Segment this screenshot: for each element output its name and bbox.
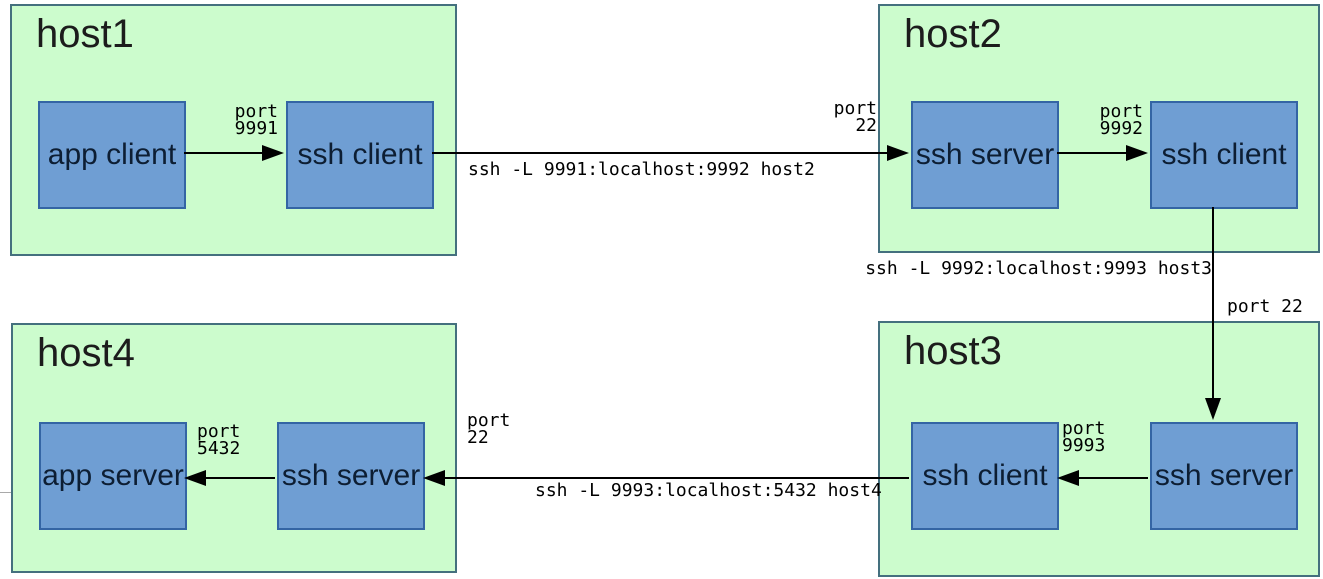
arrow-host3-sshserver-to-sshclient-line: [1079, 477, 1148, 479]
port-9993-label: port 9993: [1062, 418, 1106, 456]
host2-ssh-client-node: ssh client: [1150, 101, 1298, 209]
host3-ssh-server-node: ssh server: [1150, 422, 1298, 530]
tunnel3-arrowhead-icon: [423, 470, 445, 486]
host3-title: host3: [904, 329, 1002, 373]
tunnel3-line: [445, 477, 909, 479]
tunnel3-port-22-label: port 22: [467, 410, 511, 448]
host2-box: host2 ssh server ssh client: [878, 4, 1320, 253]
port-9991-label: port 9991: [234, 101, 278, 139]
tunnel2-arrowhead-icon: [1205, 398, 1221, 420]
arrow-host2-sshserver-to-sshclient-arrowhead-icon: [1126, 145, 1148, 161]
host4-app-server-node: app server: [39, 422, 187, 530]
host2-ssh-client-label: ssh client: [1161, 138, 1287, 171]
left-edge-stray-line: [0, 492, 11, 493]
tunnel2-port-22-label: port 22: [1227, 296, 1303, 317]
host2-title: host2: [904, 12, 1002, 56]
host4-title: host4: [37, 331, 135, 375]
host2-ssh-server-label: ssh server: [915, 138, 1055, 171]
tunnel1-command-label: ssh -L 9991:localhost:9992 host2: [468, 159, 815, 180]
arrow-host3-sshserver-to-sshclient-arrowhead-icon: [1057, 470, 1079, 486]
host4-ssh-server-label: ssh server: [281, 459, 421, 492]
host4-box: host4 app server ssh server: [11, 323, 457, 573]
host1-ssh-client-label: ssh client: [297, 138, 423, 171]
tunnel2-command-label: ssh -L 9992:localhost:9993 host3: [865, 258, 1212, 279]
host3-box: host3 ssh client ssh server: [878, 321, 1320, 577]
port-9992-label: port 9992: [1099, 101, 1143, 139]
tunnel1-arrowhead-icon: [887, 145, 909, 161]
tunnel1-line: [432, 152, 888, 154]
arrow-host2-sshserver-to-sshclient-line: [1057, 152, 1127, 154]
host1-app-client-node: app client: [38, 101, 186, 209]
host2-ssh-server-node: ssh server: [911, 101, 1059, 209]
tunnel1-port-22-label: port 22: [833, 98, 877, 136]
tunnel2-line: [1212, 207, 1214, 399]
host1-box: host1 app client ssh client: [10, 4, 457, 256]
arrow-host4-sshserver-to-appserver-line: [206, 477, 275, 479]
host1-ssh-client-node: ssh client: [286, 101, 434, 209]
port-5432-label: port 5432: [197, 421, 241, 459]
arrow-host4-sshserver-to-appserver-arrowhead-icon: [184, 470, 206, 486]
arrow-appclient-to-sshclient-arrowhead-icon: [262, 145, 284, 161]
host1-app-client-label: app client: [47, 138, 177, 171]
arrow-appclient-to-sshclient-line: [184, 152, 264, 154]
host4-app-server-label: app server: [42, 459, 184, 492]
host3-ssh-client-node: ssh client: [911, 422, 1059, 530]
host4-ssh-server-node: ssh server: [277, 422, 425, 530]
host3-ssh-server-label: ssh server: [1154, 459, 1294, 492]
host3-ssh-client-label: ssh client: [922, 459, 1048, 492]
host1-title: host1: [36, 12, 134, 56]
tunnel3-command-label: ssh -L 9993:localhost:5432 host4: [535, 480, 882, 501]
